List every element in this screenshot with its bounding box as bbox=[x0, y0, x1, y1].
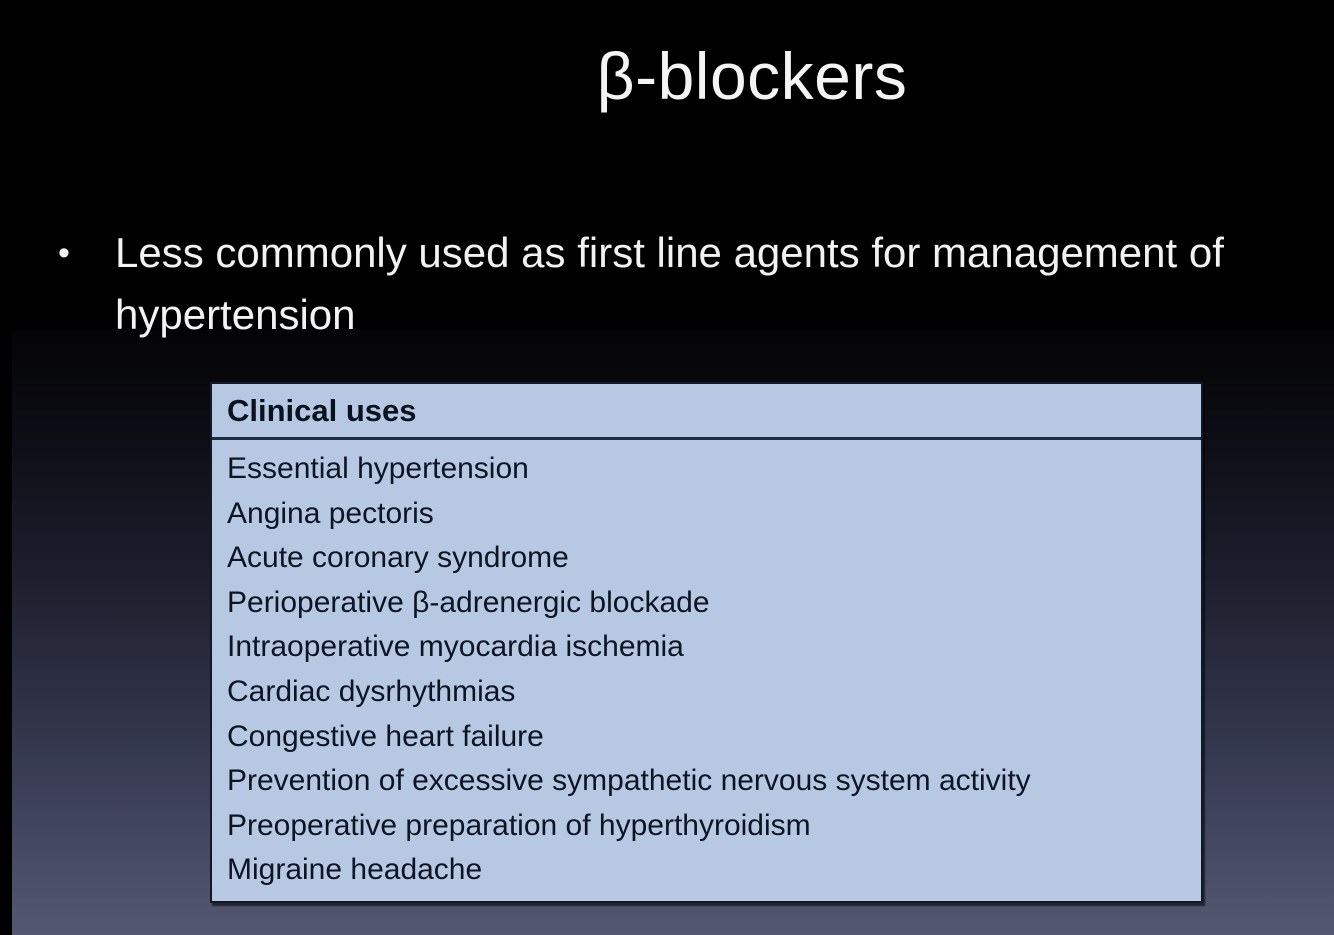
table-row: Angina pectoris bbox=[227, 496, 434, 530]
bullet-text: Less commonly used as first line agents … bbox=[115, 229, 1224, 338]
table-row: Acute coronary syndrome bbox=[227, 541, 569, 575]
table-row: Perioperative β-adrenergic blockade bbox=[227, 585, 710, 619]
table-row: Intraoperative myocardia ischemia bbox=[227, 630, 684, 664]
table-body: Essential hypertension Angina pectoris A… bbox=[212, 440, 1201, 893]
table-row: Preoperative preparation of hyperthyroid… bbox=[227, 808, 811, 842]
bullet-marker-icon: • bbox=[58, 234, 70, 272]
table-row: Essential hypertension bbox=[227, 452, 529, 485]
clinical-uses-table: Clinical uses Essential hypertension Ang… bbox=[210, 382, 1203, 903]
table-header: Clinical uses bbox=[212, 384, 1201, 440]
slide-title: β-blockers bbox=[596, 39, 908, 113]
table-row: Migraine headache bbox=[227, 853, 483, 887]
table-row: Congestive heart failure bbox=[227, 719, 544, 753]
table-row: Cardiac dysrhythmias bbox=[227, 674, 516, 708]
table-row: Prevention of excessive sympathetic nerv… bbox=[227, 764, 1031, 798]
bullet-item: • Less commonly used as first line agent… bbox=[58, 222, 1326, 346]
